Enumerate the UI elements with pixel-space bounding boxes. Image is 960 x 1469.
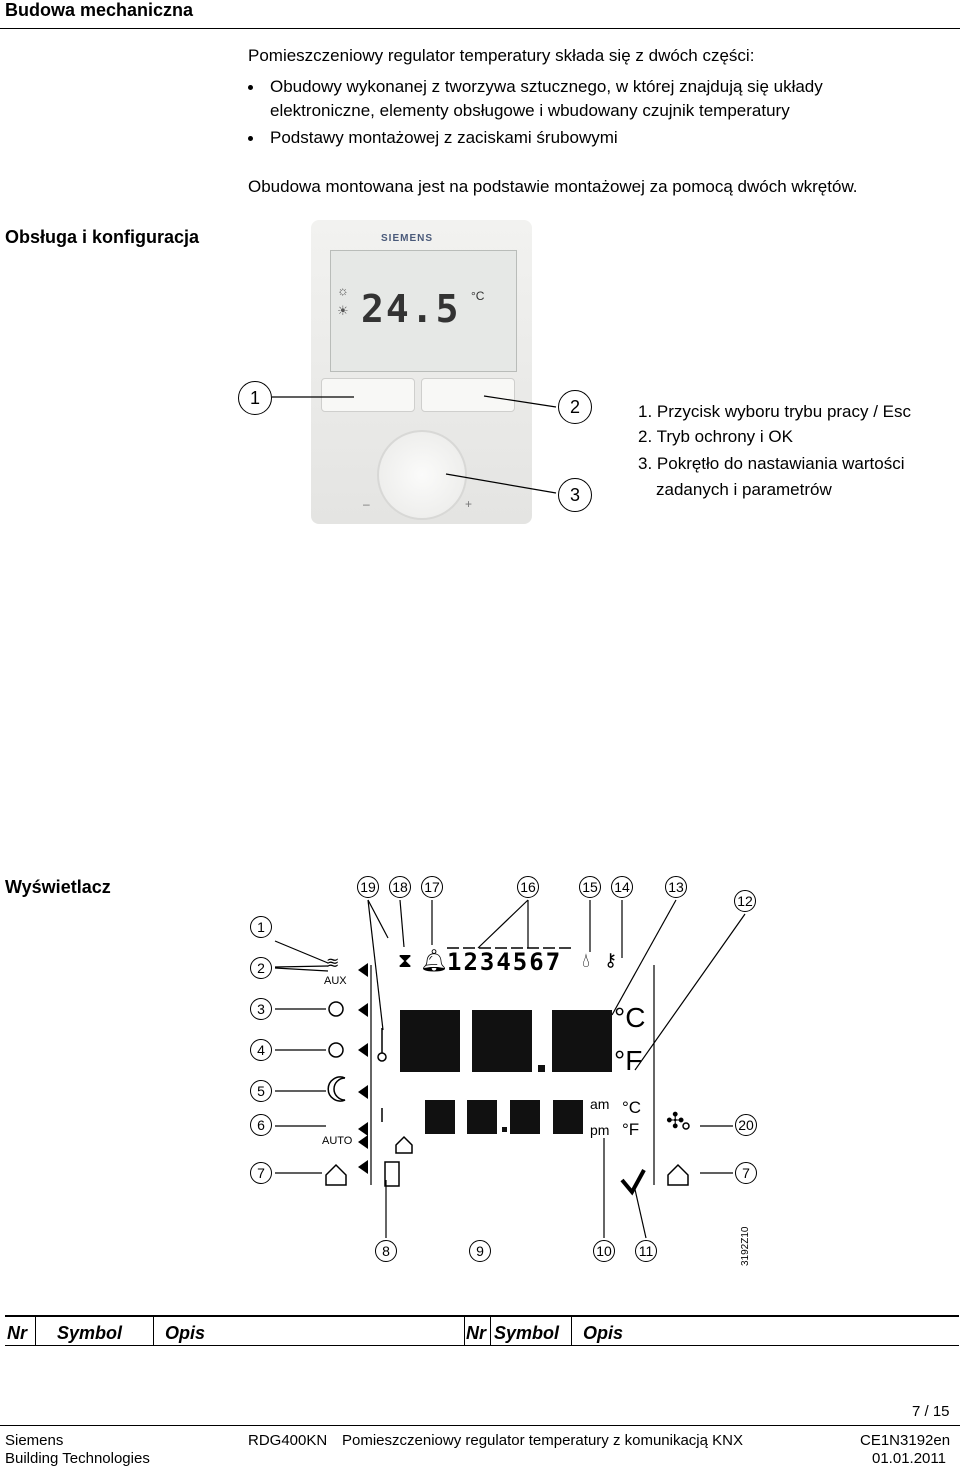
footer-desc: Pomieszczeniowy regulator temperatury z …	[342, 1432, 743, 1449]
display-callout-11: 11	[635, 1240, 657, 1262]
display-callout-8: 8	[375, 1240, 397, 1262]
control-item-3: 3. Pokrętło do nastawiania wartości	[638, 454, 905, 473]
callout-3: 3	[558, 478, 592, 512]
section-label-obsluga: Obsługa i konfiguracja	[5, 227, 200, 247]
pm-label: pm	[590, 1122, 610, 1138]
sun-small-icon: ☀	[337, 303, 349, 318]
display-callout-18: 18	[389, 876, 411, 898]
footer-division: Building Technologies	[5, 1450, 150, 1467]
unit-f-large: °F	[614, 1045, 643, 1076]
display-callout-15: 15	[579, 876, 601, 898]
thermostat-image: SIEMENS ☼ ☀ 24.5 °C – +	[311, 220, 532, 524]
brand-logo: SIEMENS	[381, 233, 434, 244]
control-item-3-cont: zadanych i parametrów	[656, 480, 832, 499]
col-symbol-2: Symbol	[494, 1323, 560, 1343]
bullet-2: Podstawy montażowej z zaciskami śrubowym…	[248, 128, 618, 148]
unit-c-small: °C	[622, 1098, 642, 1117]
section-title-budowa: Budowa mechaniczna	[5, 0, 194, 20]
sun-icon: ☼	[337, 283, 349, 298]
unit-f-small: °F	[622, 1120, 640, 1139]
display-callout-17: 17	[421, 876, 443, 898]
display-diagram	[274, 899, 746, 1239]
fan-icon: ✣	[666, 1108, 685, 1133]
display-callout-16: 16	[517, 876, 539, 898]
page-number: 7 / 15	[912, 1403, 950, 1420]
aux-label: AUX	[324, 975, 347, 987]
display-callout-14: 14	[611, 876, 633, 898]
display-callout-12: 12	[734, 890, 756, 912]
bullet-1-cont: elektroniczne, elementy obsługowe i wbud…	[270, 101, 790, 120]
am-label: am	[590, 1096, 610, 1112]
display-digits: 1234567	[447, 948, 563, 976]
display-callout-19: 19	[357, 876, 379, 898]
callout-2: 2	[558, 390, 592, 424]
section-label-wyswietlacz: Wyświetlacz	[5, 877, 111, 897]
callout-1: 1	[238, 381, 272, 415]
footer-company: Siemens	[5, 1432, 64, 1449]
display-callout-7-left: 7	[250, 1162, 272, 1184]
key-icon: ⚷	[604, 950, 618, 970]
ok-button[interactable]	[421, 378, 515, 412]
display-callout-13: 13	[665, 876, 687, 898]
lcd-unit: °C	[471, 289, 485, 303]
heating-icon: ≋	[326, 955, 340, 972]
unit-c-large: °C	[614, 1002, 646, 1033]
display-callout-1: 1	[250, 916, 272, 938]
intro-lead: Pomieszczeniowy regulator temperatury sk…	[248, 46, 755, 65]
hourglass-icon: ⧗	[398, 950, 413, 972]
footer-model: RDG400KN	[248, 1432, 328, 1449]
header-rule	[0, 28, 960, 29]
droplet-icon: 💧︎	[582, 950, 590, 972]
mounting-text: Obudowa montowana jest na podstawie mont…	[248, 177, 858, 196]
display-callout-4: 4	[250, 1039, 272, 1061]
bullet-1: Obudowy wykonanej z tworzywa sztucznego,…	[248, 77, 823, 97]
figure-code: 3192Z10	[740, 1226, 751, 1266]
plus-label: +	[465, 497, 473, 511]
display-callout-5: 5	[250, 1080, 272, 1102]
footer-rule	[0, 1425, 960, 1426]
col-opis-2: Opis	[583, 1323, 624, 1343]
display-callout-20: 20	[735, 1114, 757, 1136]
display-callout-10: 10	[593, 1240, 615, 1262]
symbol-table-header: Nr Symbol Opis Nr Symbol Opis	[5, 1315, 959, 1346]
control-item-1: 1. Przycisk wyboru trybu pracy / Esc	[638, 402, 912, 421]
col-opis: Opis	[165, 1323, 206, 1343]
col-symbol: Symbol	[57, 1323, 123, 1343]
control-item-2: 2. Tryb ochrony i OK	[638, 427, 793, 446]
device-callout-lines	[272, 395, 557, 494]
display-callout-7-right: 7	[735, 1162, 757, 1184]
minus-label: –	[363, 497, 370, 511]
col-nr-2: Nr	[466, 1323, 487, 1343]
bell-icon: 🔔︎	[420, 948, 448, 973]
footer-doc: CE1N3192en	[860, 1432, 951, 1449]
display-callout-6: 6	[250, 1114, 272, 1136]
display-callout-2: 2	[250, 957, 272, 979]
col-nr: Nr	[7, 1323, 28, 1343]
display-callout-9: 9	[469, 1240, 491, 1262]
display-callout-3: 3	[250, 998, 272, 1020]
auto-label: AUTO	[322, 1135, 353, 1147]
mode-button[interactable]	[321, 378, 415, 412]
lcd-temperature: 24.5	[361, 287, 461, 331]
device-lcd: ☼ ☀ 24.5 °C	[330, 250, 517, 372]
footer-date: 01.01.2011	[872, 1450, 946, 1467]
